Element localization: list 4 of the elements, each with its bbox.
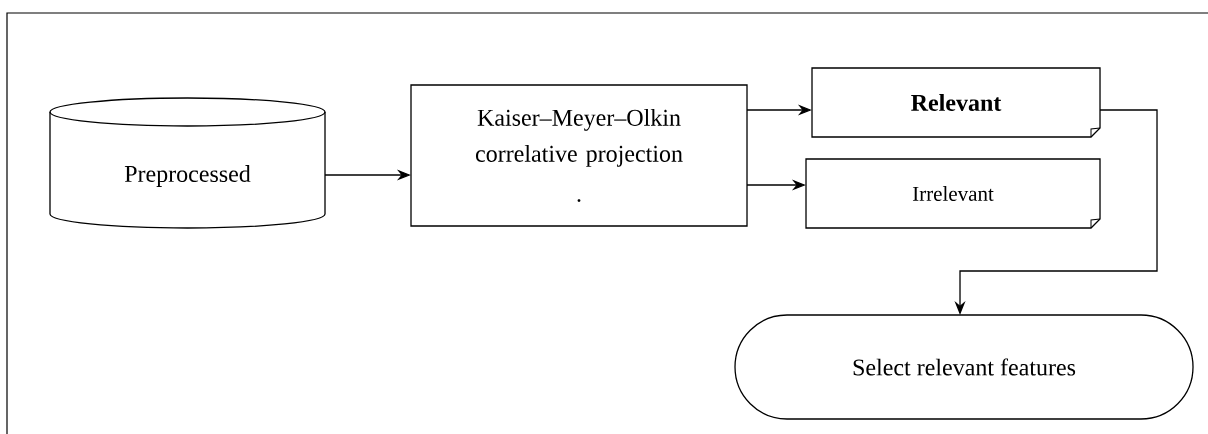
database-cylinder: Preprocessed bbox=[49, 97, 326, 229]
process-box: Kaiser–Meyer–Olkin correlative projection . bbox=[410, 84, 748, 227]
document-box: Irrelevant bbox=[805, 158, 1101, 229]
document-box: Relevant bbox=[811, 67, 1101, 138]
